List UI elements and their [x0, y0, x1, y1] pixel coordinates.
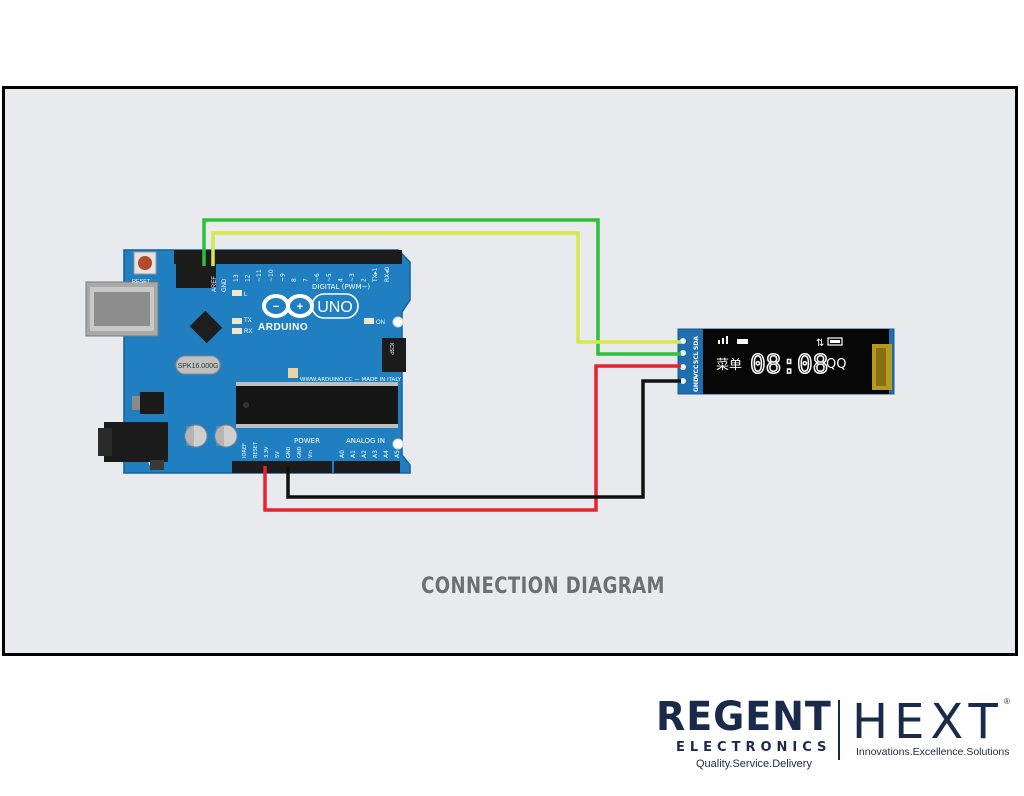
oled-menu-text: 菜单: [716, 358, 742, 373]
digital-header-label: DIGITAL (PWM~): [312, 283, 370, 291]
brand-label: ARDUINO: [258, 322, 308, 333]
regent-tagline: Quality.Service.Delivery: [696, 758, 812, 770]
wire-green-scl: [202, 218, 681, 356]
wire-red-vcc: [263, 364, 681, 512]
wire-yellow-sda: [211, 231, 681, 344]
pin-label: A2: [361, 450, 368, 458]
pin-label: 13: [233, 274, 240, 282]
tx-label: TX: [244, 318, 252, 324]
icsp-label: ICSP: [388, 343, 394, 355]
pin-label: ~5: [326, 273, 333, 282]
regent-logo-text: REGENT: [656, 694, 832, 740]
digital-pin-labels: 13 12 ~11 ~10 ~9 8 7 ~6 ~5 4 ~3 2 TX▸1 RX◂0: [233, 267, 391, 283]
pin-label: 5V: [275, 451, 281, 458]
pin-label: ~3: [349, 273, 356, 282]
aref-pin-label: AREF: [212, 276, 218, 292]
transfer-arrows-icon: ⇅: [816, 338, 824, 349]
pin-label: GND: [297, 446, 303, 458]
url-label: WWW.ARDUINO.CC — MADE IN ITALY: [300, 377, 402, 383]
pin-label: 2: [361, 278, 368, 282]
rx-label: RX: [244, 329, 252, 335]
diagram-caption: CONNECTION DIAGRAM: [421, 574, 665, 599]
oled-pin-label: SCL: [693, 351, 700, 364]
gnd-pin-label: GND: [222, 278, 228, 292]
reset-button: [133, 251, 157, 275]
battery-icon: [827, 337, 843, 346]
pin-label: IOREF: [242, 443, 248, 458]
minus-sign: −: [273, 301, 279, 313]
power-pin-labels: IOREF RESET 3.3V 5V GND GND Vin: [242, 441, 314, 458]
arduino-logo: − + UNO ARDUINO: [258, 293, 359, 333]
wire-black-gnd: [286, 379, 681, 499]
pin-label: 3.3V: [264, 446, 270, 458]
pin-label: 4: [337, 278, 344, 282]
oled-pin-label: GND: [693, 377, 700, 392]
digital-header: [174, 250, 402, 264]
pin-label: A5: [394, 450, 401, 458]
oled-pin-label: VCC: [693, 364, 700, 378]
pin-label: 8: [291, 278, 298, 282]
icsp-header-top: [176, 264, 216, 288]
pin-label: TX▸1: [372, 267, 379, 283]
led-l: [232, 290, 242, 296]
oled-pin-label: SDA: [693, 336, 700, 350]
oled-time: 08:08: [750, 350, 828, 380]
pin-label: ~6: [314, 273, 321, 282]
led-on: [364, 318, 374, 324]
pin-label: Vin: [308, 450, 314, 458]
pin-label: A1: [350, 450, 357, 458]
voltage-regulator: [140, 392, 164, 414]
analog-header: [334, 461, 400, 473]
hext-tagline: Innovations.Excellence.Solutions: [856, 746, 1010, 758]
atmega-chip: [236, 382, 398, 428]
usb-connector: [85, 281, 159, 337]
registered-mark: ®: [1004, 697, 1010, 706]
dc-power-jack: [98, 422, 168, 470]
wires: [202, 218, 681, 512]
plus-sign: +: [297, 301, 303, 313]
capacitors: [184, 424, 238, 448]
oled-screen: [703, 329, 889, 394]
power-header-label: POWER: [294, 437, 320, 445]
led-rx: [232, 328, 242, 334]
crystal-oscillator: SPK16.000G: [175, 355, 221, 375]
pin-label: A3: [372, 450, 379, 458]
pin-label: A4: [383, 450, 390, 458]
crystal-label: SPK16.000G: [178, 363, 219, 370]
regulator-tab: [132, 396, 140, 410]
small-indicator-icon: [737, 339, 748, 344]
analog-header-label: ANALOG IN: [346, 437, 385, 445]
pin-label: A0: [339, 450, 346, 458]
small-component: [288, 368, 298, 378]
icsp-header-right: [382, 338, 406, 372]
pin-label: 7: [303, 278, 310, 282]
regent-electronics-text: ELECTRONICS: [676, 740, 832, 755]
power-header: [232, 461, 332, 473]
reset-label: RESET: [132, 279, 151, 285]
on-label: ON: [376, 320, 385, 326]
analog-pin-labels: A0 A1 A2 A3 A4 A5: [339, 450, 401, 458]
usb-interface-chip: [189, 310, 223, 344]
model-label: UNO: [317, 299, 353, 316]
signal-icon: [718, 336, 728, 344]
pin-label: ~9: [279, 273, 286, 282]
pin-label: GND: [286, 446, 292, 458]
oled-pins: [680, 338, 686, 384]
pin-label: 12: [245, 274, 252, 282]
l-label: L: [244, 292, 248, 298]
pin-label: ~11: [256, 269, 263, 282]
led-tx: [232, 318, 242, 324]
oled-qq-text: QQ: [826, 357, 846, 372]
hext-logo-text: HEXT: [852, 694, 1004, 750]
arduino-uno-board: SPK16.000G − + UNO ARDUINO: [85, 249, 411, 474]
logo-divider: [838, 700, 840, 760]
pin-label: RX◂0: [384, 267, 391, 282]
pin-label: ~10: [268, 269, 275, 282]
pin-label: RESET: [253, 441, 259, 458]
